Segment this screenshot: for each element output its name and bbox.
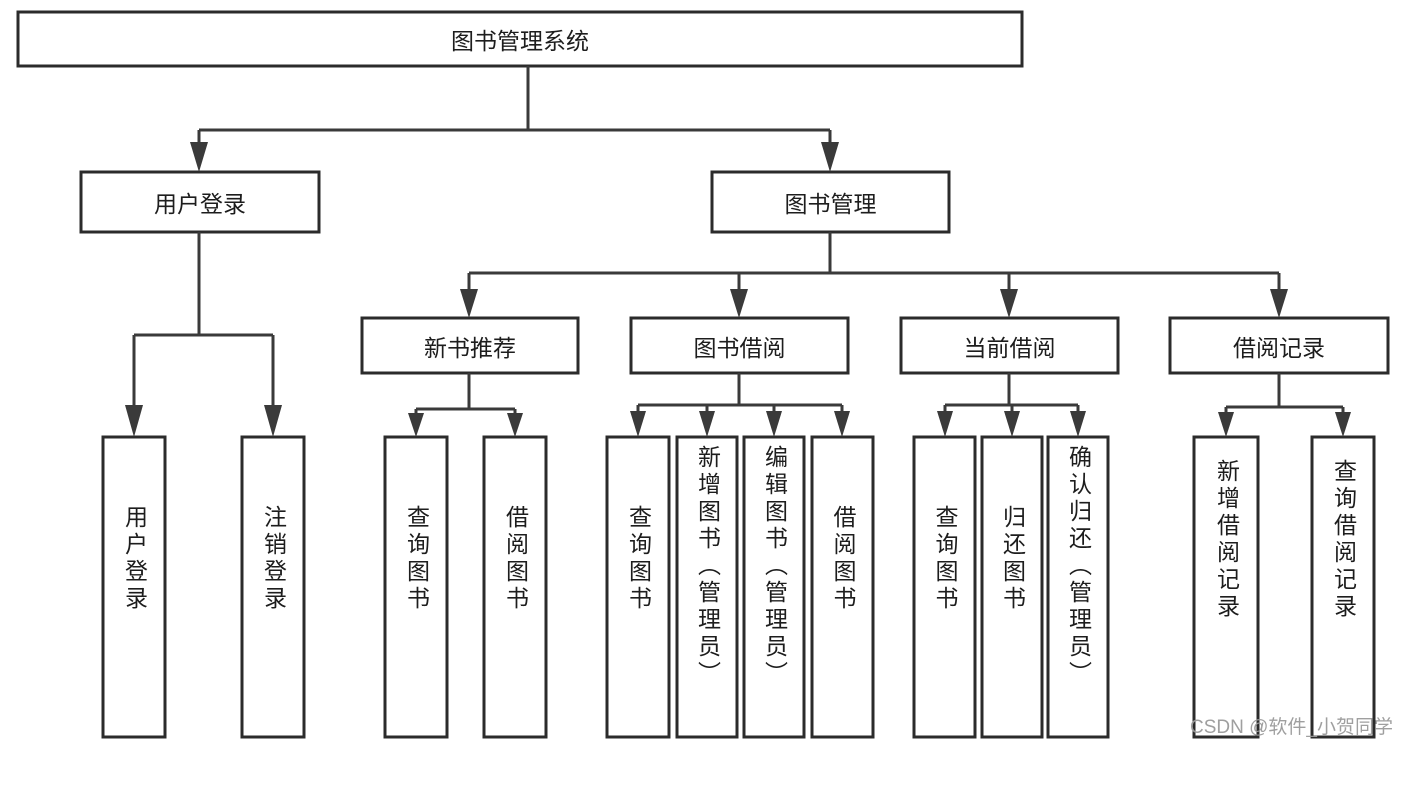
arrow-head-user-login-leaf1	[264, 405, 282, 437]
node-box-book-management[interactable]	[710, 170, 951, 234]
node-box-book-borrow[interactable]	[629, 316, 850, 375]
arrow-head-user-login	[190, 142, 208, 172]
leaf-box-book-borrow-3[interactable]	[810, 435, 875, 739]
node-box-new-book-recommend[interactable]	[360, 316, 580, 375]
arrow-head-borrow-record-leaf0	[1218, 412, 1234, 437]
diagram-canvas	[16, 10, 1390, 739]
arrow-head-current-borrow-leaf1	[1004, 411, 1020, 437]
csdn-watermark: CSDN @软件_小贺同学	[1190, 717, 1393, 738]
arrow-head-book-borrow	[730, 289, 748, 318]
leaf-box-new-book-1[interactable]	[482, 435, 548, 739]
arrow-head-book-borrow-leaf2	[766, 411, 782, 437]
node-box-user-login[interactable]	[79, 170, 321, 234]
leaf-box-user-login-1[interactable]	[240, 435, 306, 739]
arrow-head-current-borrow-leaf2	[1070, 411, 1086, 437]
arrow-head-book-borrow-leaf3	[834, 411, 850, 437]
arrow-head-book-borrow-leaf0	[630, 411, 646, 437]
leaf-box-current-borrow-1[interactable]	[980, 435, 1044, 739]
node-box-current-borrow[interactable]	[899, 316, 1120, 375]
node-box-borrow-record[interactable]	[1168, 316, 1390, 375]
arrow-head-new-book-leaf1	[507, 413, 523, 437]
arrow-head-book-management	[821, 142, 839, 172]
arrow-head-borrow-record	[1270, 289, 1288, 318]
arrow-head-new-book-leaf0	[408, 413, 424, 437]
leaf-box-user-login-0[interactable]	[101, 435, 167, 739]
leaf-box-new-book-0[interactable]	[383, 435, 449, 739]
leaf-box-borrow-record-1[interactable]	[1310, 435, 1376, 739]
leaf-box-borrow-record-0[interactable]	[1192, 435, 1260, 739]
node-box-root[interactable]	[16, 10, 1024, 68]
functional-structure-diagram: 图书管理系统 用户登录 图书管理 新书推荐 图书借阅 当前借阅 借阅记录 用户登…	[16, 10, 1393, 739]
arrow-head-user-login-leaf0	[125, 405, 143, 437]
leaf-box-current-borrow-0[interactable]	[912, 435, 977, 739]
arrow-head-new-book-recommend	[460, 289, 478, 318]
leaf-box-current-borrow-2[interactable]	[1046, 435, 1110, 739]
leaf-box-book-borrow-1[interactable]	[675, 435, 739, 739]
arrow-head-borrow-record-leaf1	[1335, 412, 1351, 437]
leaf-box-book-borrow-2[interactable]	[742, 435, 806, 739]
arrow-head-current-borrow	[1000, 289, 1018, 318]
arrow-head-current-borrow-leaf0	[937, 411, 953, 437]
arrow-head-book-borrow-leaf1	[699, 411, 715, 437]
leaf-box-book-borrow-0[interactable]	[605, 435, 671, 739]
